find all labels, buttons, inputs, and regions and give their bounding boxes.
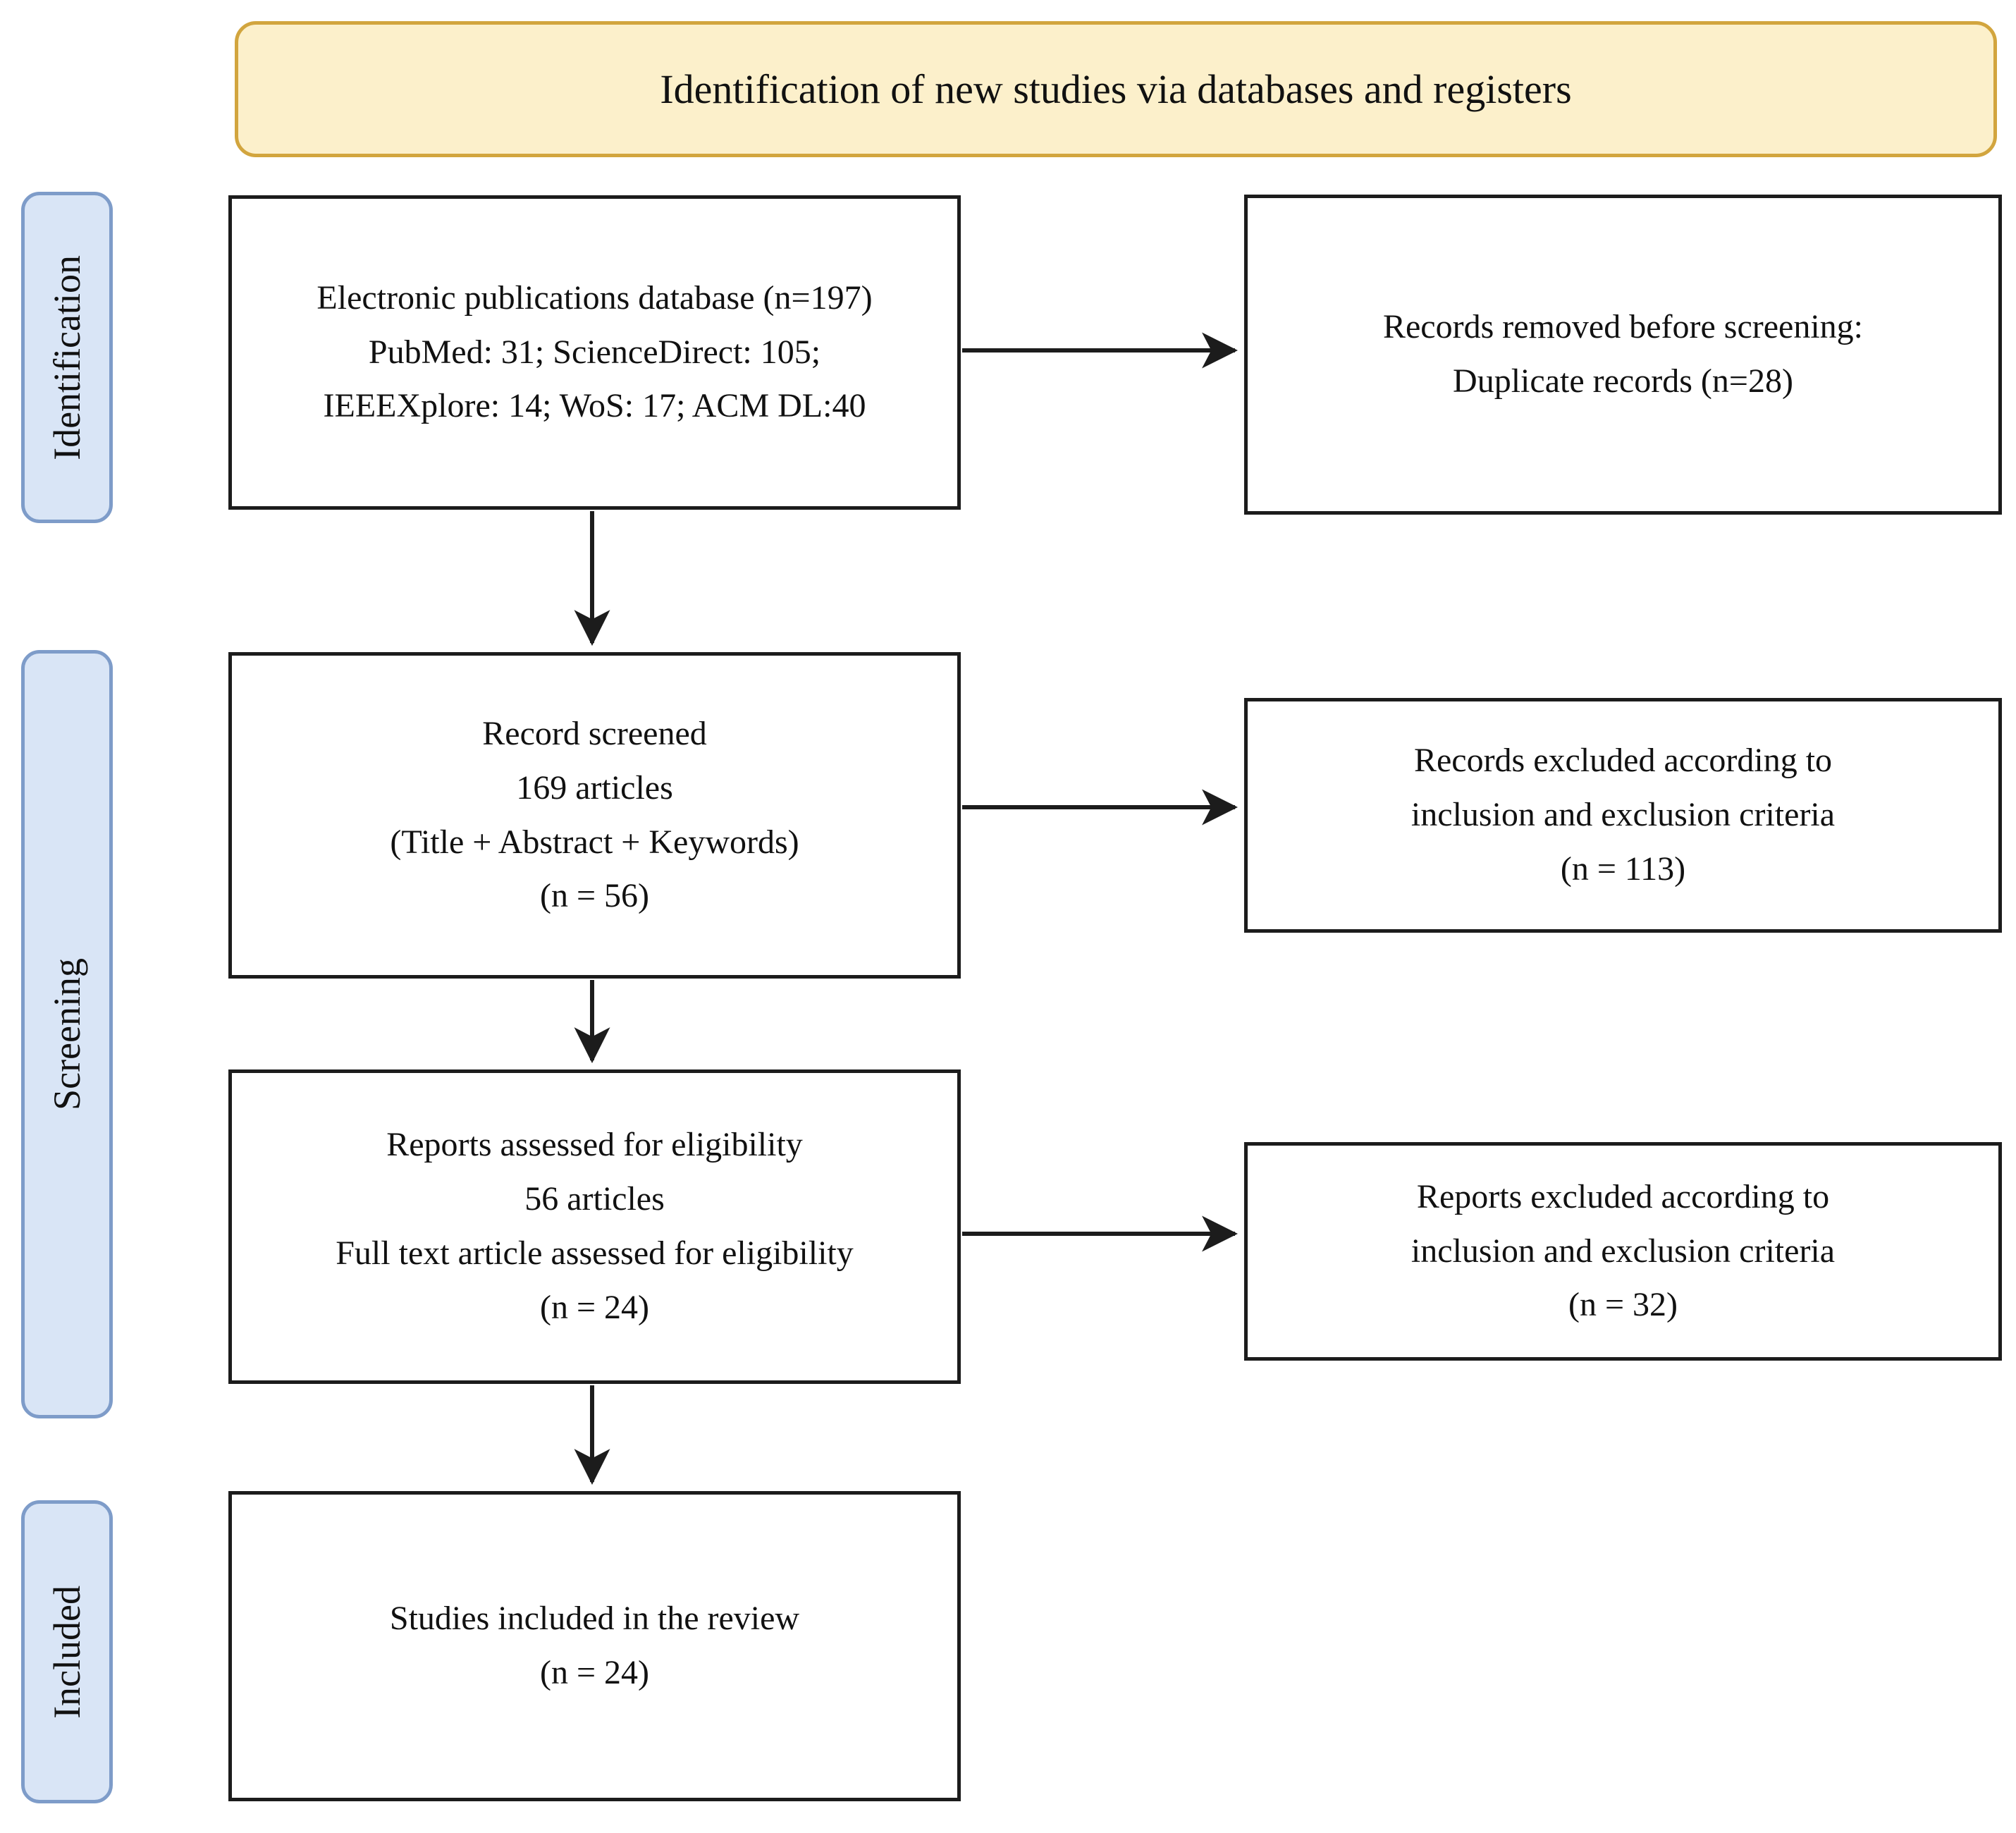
box-line: (Title + Abstract + Keywords) bbox=[390, 823, 799, 861]
box-line: inclusion and exclusion criteria bbox=[1410, 796, 1836, 834]
box-line: Electronic publications database (n=197) bbox=[316, 278, 873, 317]
box-line: 56 articles bbox=[524, 1180, 665, 1218]
box-records-screened: Record screened 169 articles (Title + Ab… bbox=[228, 652, 961, 979]
stage-label-screening: Screening bbox=[21, 650, 113, 1418]
box-line: 169 articles bbox=[516, 768, 673, 807]
box-database-search: Electronic publications database (n=197)… bbox=[228, 195, 961, 510]
stage-label-included-text: Included bbox=[46, 1585, 88, 1719]
box-line: Reports excluded according to bbox=[1416, 1177, 1830, 1215]
box-line: Records excluded according to bbox=[1413, 742, 1833, 780]
box-reports-excluded: Reports excluded according to inclusion … bbox=[1244, 1142, 2002, 1361]
box-line: Record screened bbox=[482, 714, 707, 752]
box-line: PubMed: 31; ScienceDirect: 105; bbox=[368, 333, 821, 371]
diagram-title: Identification of new studies via databa… bbox=[660, 66, 1572, 112]
box-line: Records removed before screening: bbox=[1382, 308, 1864, 346]
box-line: IEEEXplore: 14; WoS: 17; ACM DL:40 bbox=[323, 387, 866, 425]
box-studies-included: Studies included in the review (n = 24) bbox=[228, 1491, 961, 1801]
stage-label-identification-text: Identification bbox=[46, 255, 88, 460]
box-line: (n = 24) bbox=[539, 1288, 650, 1326]
stage-label-screening-text: Screening bbox=[46, 958, 88, 1110]
box-records-removed: Records removed before screening: Duplic… bbox=[1244, 195, 2002, 515]
box-line: (n = 56) bbox=[539, 877, 650, 915]
box-line: (n = 113) bbox=[1560, 850, 1686, 888]
box-line: Duplicate records (n=28) bbox=[1453, 362, 1793, 400]
title-banner: Identification of new studies via databa… bbox=[235, 21, 1997, 157]
box-line: (n = 32) bbox=[1568, 1286, 1678, 1324]
stage-label-identification: Identification bbox=[21, 192, 113, 523]
box-line: (n = 24) bbox=[539, 1654, 650, 1691]
box-line: inclusion and exclusion criteria bbox=[1410, 1232, 1836, 1270]
box-line: Studies included in the review bbox=[389, 1600, 800, 1638]
box-line: Reports assessed for eligibility bbox=[386, 1126, 803, 1164]
box-reports-assessed: Reports assessed for eligibility 56 arti… bbox=[228, 1069, 961, 1384]
box-line: Full text article assessed for eligibili… bbox=[336, 1234, 854, 1272]
stage-label-included: Included bbox=[21, 1500, 113, 1803]
box-records-excluded: Records excluded according to inclusion … bbox=[1244, 698, 2002, 933]
